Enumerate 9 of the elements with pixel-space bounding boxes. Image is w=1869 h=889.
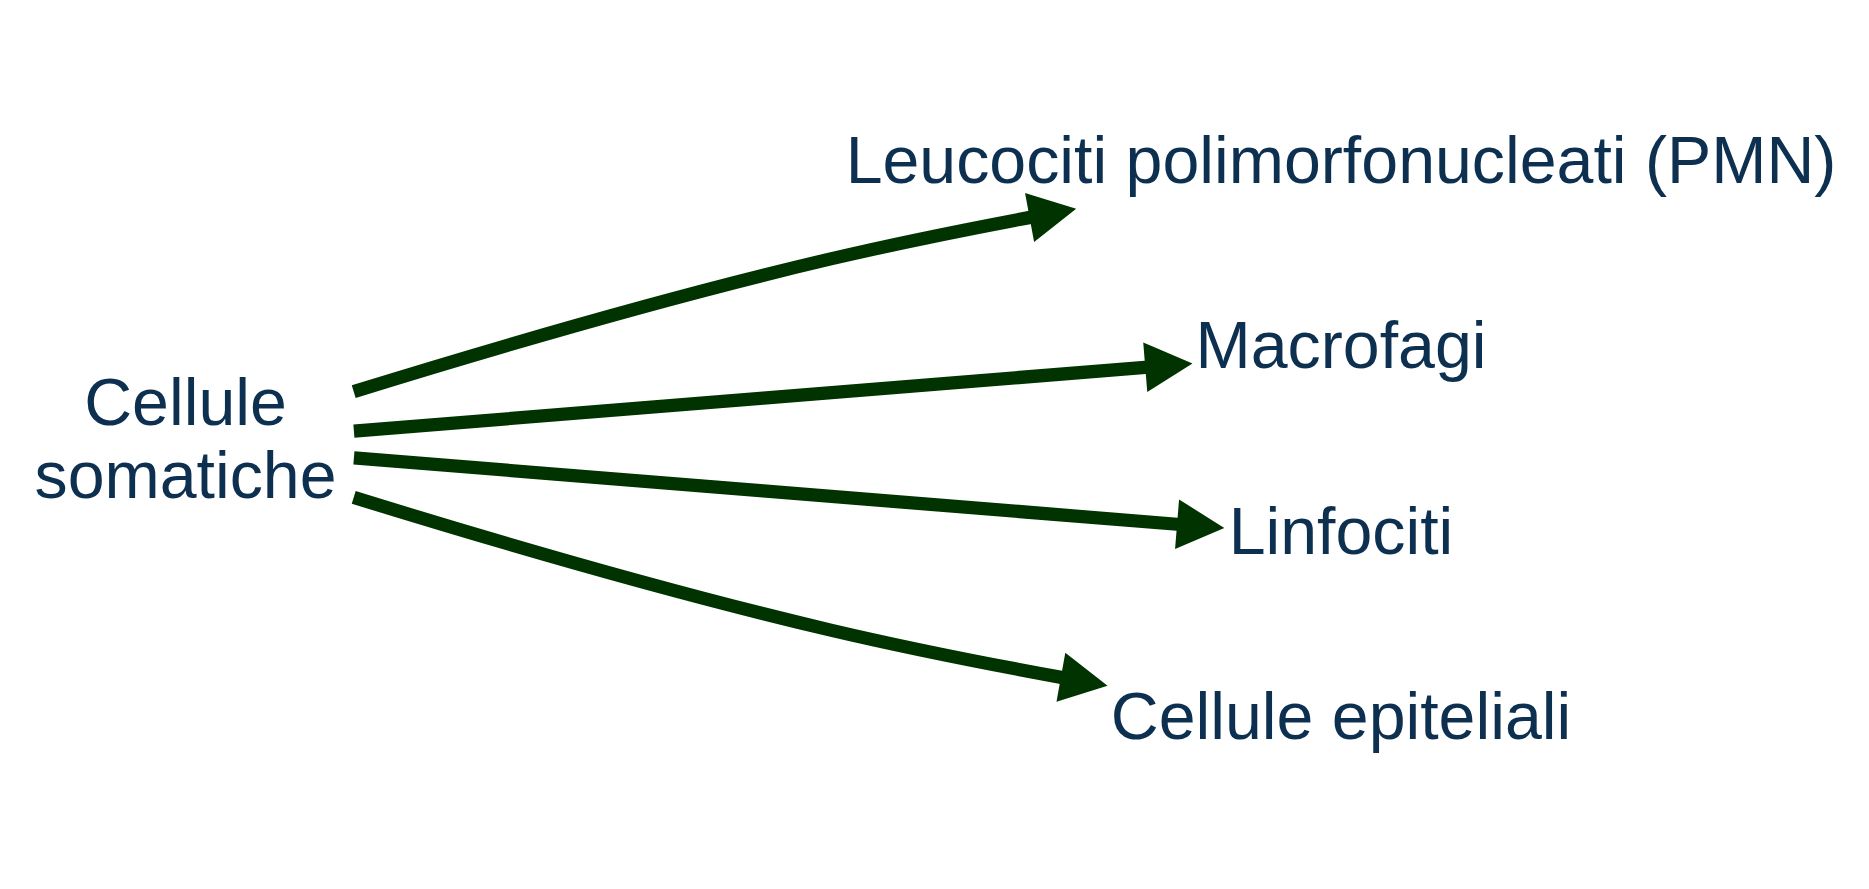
- node-text: Leucociti polimorfonucleati (PMN): [845, 122, 1837, 197]
- arrow: [353, 342, 1193, 438]
- node-text: Macrofagi: [1195, 308, 1487, 383]
- arrow: [351, 192, 1077, 398]
- arrow: [353, 451, 1225, 550]
- arrow: [351, 491, 1108, 702]
- node-text: Linfociti: [1228, 493, 1454, 568]
- node-text: Cellule somatiche: [34, 364, 337, 512]
- node-text: Cellule epiteliali: [1110, 679, 1572, 754]
